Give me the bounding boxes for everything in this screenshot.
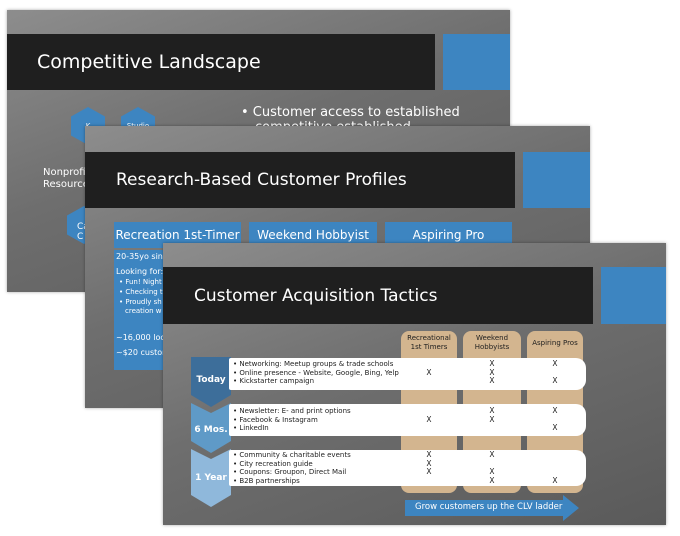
marks-col-1: X [419, 407, 439, 433]
slide-title-bar: Competitive Landscape [7, 34, 435, 90]
marks-col-3: X X [545, 359, 565, 386]
marks-col-2: X X [482, 406, 502, 433]
profile-line: creation w [125, 307, 162, 315]
mark: X [552, 423, 558, 432]
mark: X [552, 475, 558, 485]
mark: X [489, 359, 495, 368]
profile-line: 20-35yo sing [116, 252, 168, 261]
marks-col-2: X X X [482, 450, 502, 485]
mark [482, 424, 502, 433]
tactic-item: • Online presence - Website, Google, Bin… [233, 368, 399, 377]
slide-title-bar: Customer Acquisition Tactics [163, 267, 593, 324]
profile-line: Looking for: [116, 267, 164, 276]
tactic-item: • Networking: Meetup groups & trade scho… [233, 360, 394, 368]
tactic-item: • LinkedIn [233, 424, 269, 432]
marks-col-2: X X X [482, 359, 502, 386]
tactic-list: • Newsletter: E- and print options • Fac… [233, 407, 351, 433]
tactic-item: • Coupons: Groupon, Direct Mail [233, 468, 347, 476]
tactic-item: • B2B partnerships [233, 476, 300, 485]
profile-stat: ~16,000 loca [116, 333, 170, 342]
accent-square [443, 34, 510, 90]
profile-line: • Proudly sh [119, 298, 162, 306]
tactic-list: • Community & charitable events • City r… [233, 451, 351, 485]
tactic-item: • Newsletter: E- and print options [233, 407, 351, 415]
mark: X [426, 458, 432, 468]
mark: X [552, 359, 558, 368]
mark: X [489, 475, 495, 485]
slide-bullet: • Customer access to established [241, 105, 460, 120]
slide-title: Competitive Landscape [37, 51, 261, 73]
column-header-recreational: Recreational 1st Timers [401, 331, 457, 355]
tactic-item: • Community & charitable events [233, 451, 351, 459]
mark: X [489, 367, 495, 377]
column-header-pros: Aspiring Pros [527, 331, 583, 355]
marks-col-3: X [545, 451, 565, 485]
accent-square [601, 267, 666, 324]
phase-label-1year: 1 Year [195, 473, 227, 483]
mark: X [426, 414, 432, 424]
slide-title: Research-Based Customer Profiles [116, 170, 407, 190]
slide-title: Customer Acquisition Tactics [194, 285, 438, 306]
phase-label-6mos: 6 Mos. [194, 425, 228, 435]
tactic-list: • Networking: Meetup groups & trade scho… [233, 360, 399, 386]
side-label: Ca [77, 222, 89, 232]
side-label: Nonprofit [43, 167, 90, 178]
column-header-hobbyists: Weekend Hobbyists [463, 331, 521, 355]
mark: X [489, 376, 495, 385]
side-label: C [77, 232, 84, 242]
profile-line: • Checking t [119, 288, 163, 296]
mark: X [552, 376, 558, 385]
tactic-item: • Facebook & Instagram [233, 415, 318, 424]
side-label: Resource [43, 179, 89, 190]
mark [419, 377, 439, 386]
tactic-row-today [229, 358, 586, 390]
accent-square [523, 152, 590, 208]
tactic-row-6mos [229, 404, 586, 436]
growth-arrow-label: Grow customers up the CLV ladder [415, 502, 563, 512]
tactic-item: • Kickstarter campaign [233, 377, 315, 385]
tactic-row-1year [229, 450, 586, 486]
slide-title-bar: Research-Based Customer Profiles [85, 152, 515, 208]
mark: X [552, 406, 558, 415]
marks-col-1: X [419, 360, 439, 386]
profile-stat: ~$20 custom [116, 348, 170, 357]
growth-arrow [405, 495, 579, 521]
mark: X [426, 467, 432, 476]
mark [419, 477, 439, 486]
mark: X [489, 414, 495, 424]
marks-col-3: X X [545, 406, 565, 433]
mark: X [489, 450, 495, 459]
mark: X [489, 406, 495, 415]
slide-acquisition-tactics[interactable]: Customer Acquisition Tactics Recreationa… [163, 243, 666, 525]
mark: X [426, 450, 432, 459]
marks-col-1: X X X [419, 450, 439, 486]
tactic-item: • City recreation guide [233, 459, 313, 468]
mark [419, 424, 439, 433]
phase-chevrons [191, 357, 231, 507]
phase-label-today: Today [196, 375, 226, 385]
mark: X [426, 367, 432, 377]
profile-line: • Fun! Night [119, 278, 162, 286]
mark: X [489, 467, 495, 476]
